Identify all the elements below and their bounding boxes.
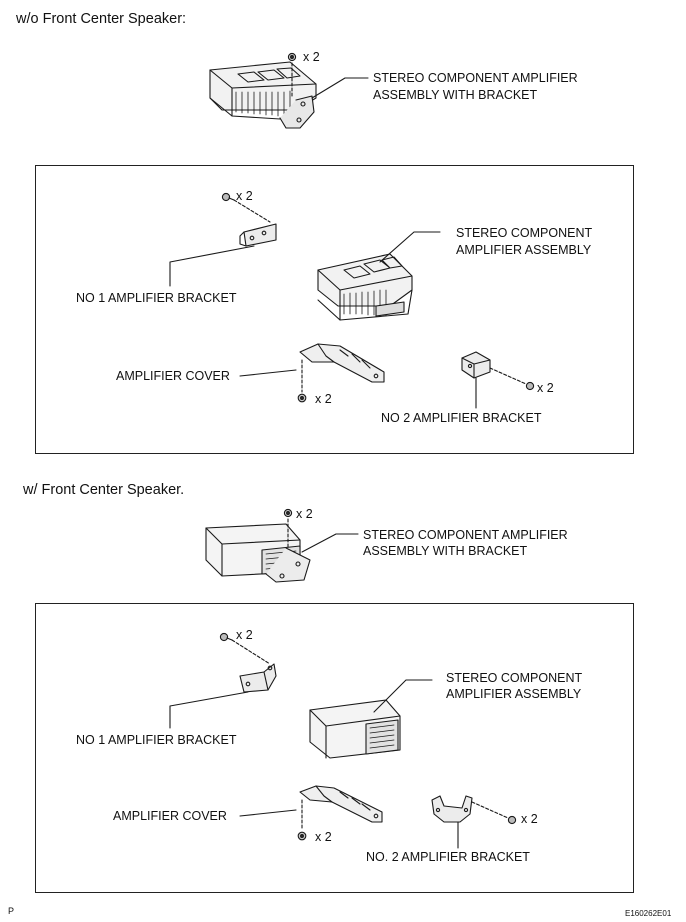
section2-bracket2-bolt-dashline xyxy=(471,801,509,819)
section1-bracket2-bolt-icon xyxy=(525,381,535,391)
section2-bracket2-label: NO. 2 AMPLIFIER BRACKET xyxy=(366,850,530,864)
section2-amp-label-line2: AMPLIFIER ASSEMBLY xyxy=(446,687,582,701)
section2-cover-label: AMPLIFIER COVER xyxy=(113,809,227,823)
section1-bracket2-qty: x 2 xyxy=(537,381,554,395)
section2-amplifier-with-bracket-icon xyxy=(205,523,311,583)
section1-no1-bracket-icon xyxy=(239,223,277,247)
section2-cover-leader xyxy=(239,809,297,817)
section2-bracket2-bolt-icon xyxy=(507,815,517,825)
section1-amplifier-with-bracket-icon xyxy=(209,61,317,129)
section1-bracket2-bolt-dashline xyxy=(489,367,527,385)
section1-amplifier-cover-icon xyxy=(299,343,385,383)
section2-top-label-line2: ASSEMBLY WITH BRACKET xyxy=(363,544,528,558)
section2-top-nut-icon xyxy=(283,508,293,518)
section1-cover-nut-icon xyxy=(297,393,307,403)
section1-no2-bracket-icon xyxy=(461,351,491,379)
section1-top-qty: x 2 xyxy=(303,50,320,64)
section1-heading: w/o Front Center Speaker: xyxy=(16,11,187,27)
section1-top-leader xyxy=(311,77,369,99)
section1-amp-label-line1: STEREO COMPONENT xyxy=(456,226,593,240)
section2-detail-frame xyxy=(35,603,634,893)
section2-top-leader xyxy=(301,533,359,553)
section1-top-label-line1: STEREO COMPONENT AMPLIFIER xyxy=(373,71,578,85)
section2-top-qty: x 2 xyxy=(296,507,313,521)
section1-bracket1-leader xyxy=(169,245,255,287)
section1-bracket1-qty: x 2 xyxy=(236,189,253,203)
footer-left-mark: P xyxy=(8,906,15,916)
section1-top-label-line2: ASSEMBLY WITH BRACKET xyxy=(373,88,538,102)
section1-cover-leader xyxy=(239,369,297,377)
section2-cover-nut-icon xyxy=(297,831,307,841)
section2-heading: w/ Front Center Speaker. xyxy=(23,482,185,498)
section1-cover-label: AMPLIFIER COVER xyxy=(116,369,230,383)
section1-top-nut-icon xyxy=(287,52,297,62)
section1-amp-label-line2: AMPLIFIER ASSEMBLY xyxy=(456,243,592,257)
figure-id: E160262E01 xyxy=(625,909,672,918)
section2-amp-label-line1: STEREO COMPONENT xyxy=(446,671,583,685)
section2-bracket1-bolt-icon xyxy=(219,632,233,642)
section1-detail-frame xyxy=(35,165,634,454)
section2-amp-leader xyxy=(373,679,433,713)
section2-no1-bracket-icon xyxy=(239,663,277,693)
section2-bracket1-leader xyxy=(169,691,249,729)
section2-bracket1-label: NO 1 AMPLIFIER BRACKET xyxy=(76,733,237,747)
section2-cover-qty: x 2 xyxy=(315,830,332,844)
section2-bracket1-bolt-dashline xyxy=(231,639,271,665)
section1-bracket1-bolt-dashline xyxy=(233,199,271,223)
section1-bracket1-bolt-icon xyxy=(221,192,235,202)
section2-amplifier-icon xyxy=(309,699,401,759)
section1-amp-leader xyxy=(379,231,441,263)
section1-bracket2-label: NO 2 AMPLIFIER BRACKET xyxy=(381,411,542,425)
section1-amplifier-icon xyxy=(317,253,413,321)
section2-bracket1-qty: x 2 xyxy=(236,628,253,642)
section1-bracket1-label: NO 1 AMPLIFIER BRACKET xyxy=(76,291,237,305)
section1-cover-qty: x 2 xyxy=(315,392,332,406)
section2-amplifier-cover-icon xyxy=(299,785,383,823)
section2-top-label-line1: STEREO COMPONENT AMPLIFIER xyxy=(363,528,568,542)
section2-bracket2-qty: x 2 xyxy=(521,812,538,826)
section2-no2-bracket-icon xyxy=(431,795,473,823)
